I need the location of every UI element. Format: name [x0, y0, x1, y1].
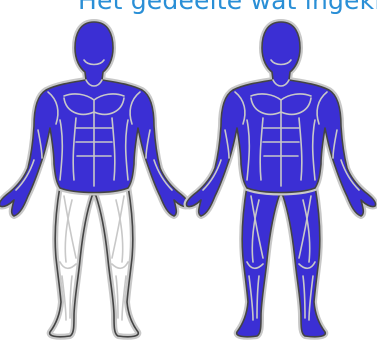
- figure-full-body: [186, 22, 375, 337]
- legs-unfilled: [50, 186, 139, 337]
- legs-filled: [237, 186, 326, 337]
- figure-upper-body-only: [0, 22, 189, 337]
